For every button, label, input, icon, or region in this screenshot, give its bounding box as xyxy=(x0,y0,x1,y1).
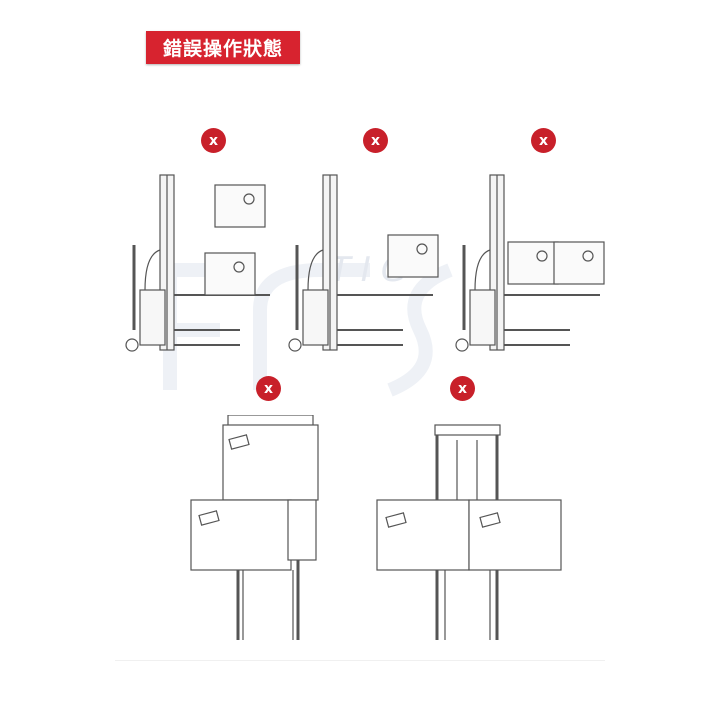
x-mark-icon: x xyxy=(531,128,556,153)
box-icon xyxy=(507,241,559,285)
stacker-side-view-3 xyxy=(450,170,610,364)
box-icon xyxy=(553,241,605,285)
box-icon xyxy=(204,252,256,296)
x-mark-icon: x xyxy=(450,376,475,401)
divider xyxy=(115,660,605,661)
stacker-side-view-1 xyxy=(120,170,280,364)
x-mark-icon: x xyxy=(201,128,226,153)
x-mark-icon: x xyxy=(256,376,281,401)
x-mark-icon: x xyxy=(363,128,388,153)
stacker-side-view-2 xyxy=(283,170,443,364)
page-title: 錯誤操作狀態 xyxy=(146,31,300,64)
box-icon xyxy=(387,234,439,278)
stacker-front-view-2 xyxy=(375,415,575,649)
stacker-front-view-1 xyxy=(188,414,328,649)
box-icon xyxy=(214,184,266,228)
